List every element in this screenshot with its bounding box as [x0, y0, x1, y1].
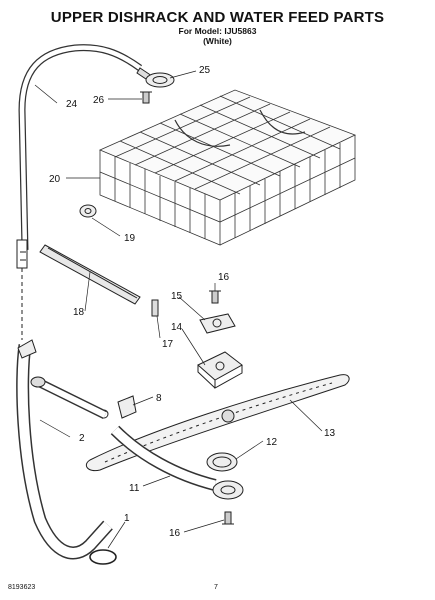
callout-16-upper: 16 — [218, 272, 230, 283]
spray-arm-hub — [199, 313, 236, 334]
leader-lines — [34, 70, 323, 549]
page-number: 7 — [214, 584, 218, 591]
rack-stop-pin — [151, 299, 159, 317]
upper-dishrack — [98, 89, 357, 246]
callout-18: 18 — [73, 307, 85, 318]
callout-20: 20 — [49, 174, 61, 185]
color-line: (White) — [203, 36, 232, 46]
page-title: UPPER DISHRACK AND WATER FEED PARTS — [50, 9, 385, 26]
feed-nozzle — [145, 72, 175, 88]
callout-19: 19 — [124, 233, 136, 244]
lower-screw — [222, 511, 234, 525]
callout-11: 11 — [129, 483, 140, 494]
water-feed-tube — [16, 44, 153, 269]
document-number: 8193623 — [8, 584, 36, 591]
callout-16-lower: 16 — [169, 528, 181, 539]
callout-24: 24 — [66, 99, 78, 110]
callout-25: 25 — [199, 65, 211, 76]
header: UPPER DISHRACK AND WATER FEED PARTS For … — [0, 0, 435, 46]
retaining-nut — [206, 452, 238, 472]
nozzle-screw — [140, 91, 152, 104]
callout-1: 1 — [124, 513, 130, 524]
spray-arm-feed-tube — [110, 425, 244, 500]
rack-stop-clip — [79, 204, 97, 218]
callout-17: 17 — [162, 339, 174, 350]
o-ring-gasket — [89, 549, 117, 565]
callout-8: 8 — [156, 393, 162, 404]
callout-2: 2 — [79, 433, 85, 444]
callout-14: 14 — [171, 322, 183, 333]
lower-water-feed-tube — [16, 339, 113, 560]
callout-13: 13 — [324, 428, 336, 439]
upper-screw — [209, 290, 221, 304]
tube-bracket — [99, 395, 137, 419]
model-line: For Model: IJU5863 — [178, 26, 257, 36]
callout-12: 12 — [266, 437, 278, 448]
manifold-bracket — [197, 351, 243, 389]
callout-26: 26 — [93, 95, 105, 106]
upper-spray-arm — [85, 374, 350, 472]
callout-15: 15 — [171, 291, 183, 302]
